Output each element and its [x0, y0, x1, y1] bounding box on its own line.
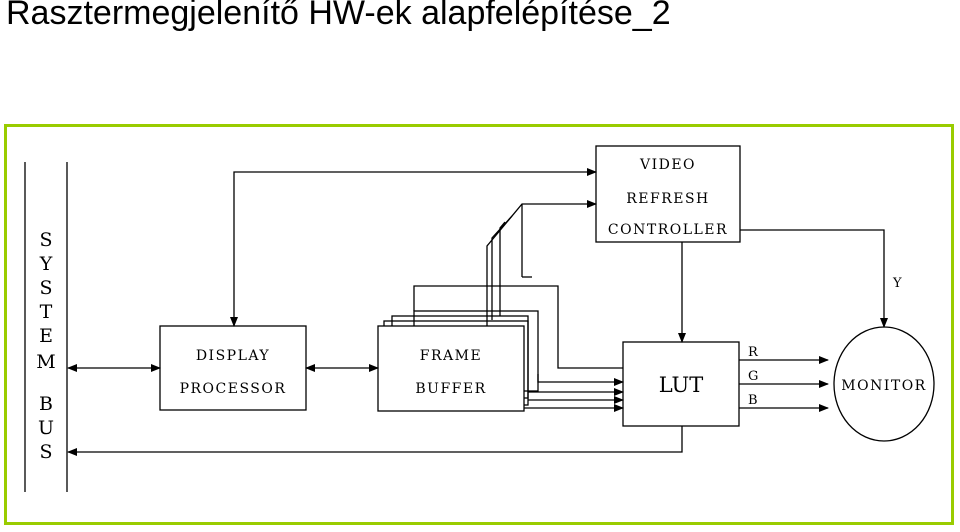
slide-title: Rasztermegjelenítő HW-ek alapfelépítése_… — [6, 0, 671, 32]
frame-buffer-label-line-2: BUFFER — [415, 381, 486, 397]
controller-address-line-4 — [499, 221, 506, 316]
video-controller-label-line-1: VIDEO — [639, 157, 696, 173]
diagram-frame — [4, 124, 954, 525]
system-bus-letter-9: S — [39, 441, 52, 463]
display-processor-label-line-2: PROCESSOR — [180, 381, 287, 397]
signal-g-label: G — [748, 369, 758, 384]
signal-y-label: Y — [892, 276, 902, 291]
controller-to-monitor-y-arrow — [740, 229, 888, 328]
signal-b-label: B — [748, 393, 758, 408]
video-controller-label-line-2: REFRESH — [626, 191, 710, 207]
frame-buffer-label-line-1: FRAME — [420, 348, 482, 364]
system-bus-letter-6: M — [36, 351, 55, 373]
system-bus-letter-5: E — [39, 325, 53, 347]
system-bus-letter-2: Y — [39, 253, 53, 275]
system-bus-letter-4: T — [40, 301, 53, 323]
controller-to-display-processor-arrow — [230, 168, 597, 327]
system-bus-letter-1: S — [39, 229, 52, 251]
system-bus-letter-3: S — [39, 277, 52, 299]
monitor-label: MONITOR — [841, 378, 926, 394]
frame-buffer-box — [377, 325, 525, 412]
controller-address-line-3 — [491, 215, 513, 320]
display-processor-label-line-1: DISPLAY — [196, 348, 270, 364]
video-controller-label-line-3: CONTROLLER — [608, 222, 728, 238]
signal-r-label: R — [748, 345, 759, 360]
controller-address-line-1 — [486, 200, 597, 326]
plane-2-to-lut — [537, 374, 624, 386]
system-bus-letter-8: U — [38, 417, 54, 439]
lut-to-bus-arrow — [67, 426, 683, 456]
lut-label: LUT — [659, 373, 704, 397]
system-bus-letter-7: B — [39, 393, 53, 415]
plane-3-to-lut — [413, 285, 623, 369]
display-processor-box — [159, 325, 307, 411]
